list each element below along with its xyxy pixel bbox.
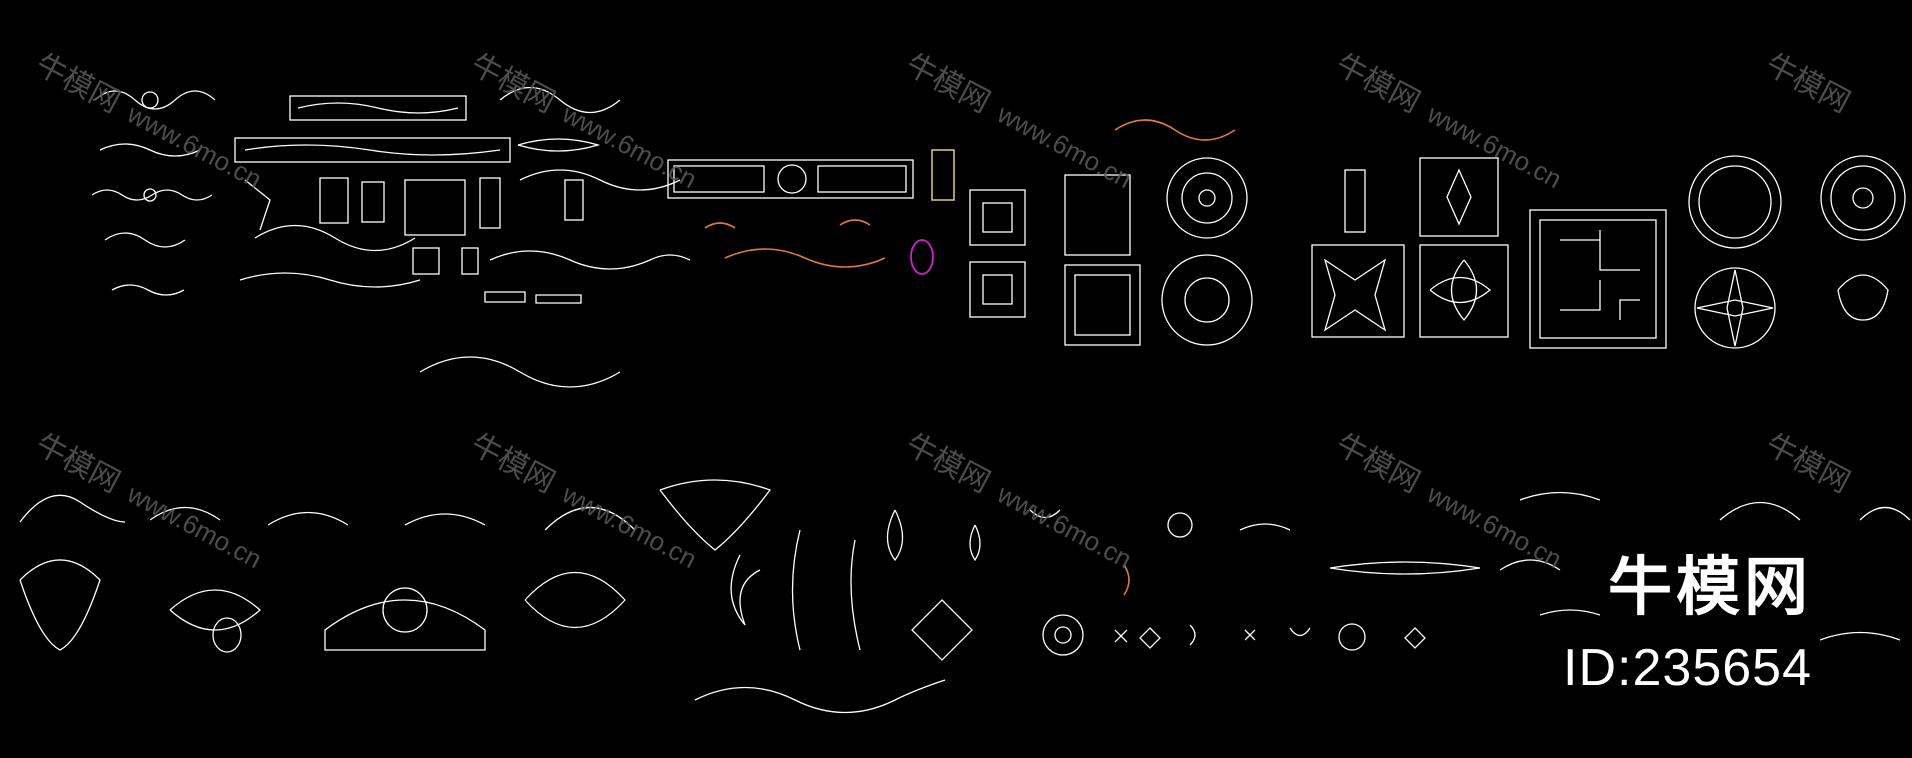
- magenta-ornament: [910, 239, 934, 275]
- gold-ornament: [931, 149, 955, 201]
- logo-id: ID:235654: [1563, 639, 1812, 697]
- scroll-ornament-set: [91, 90, 216, 296]
- logo-brand: 牛模网: [1608, 551, 1812, 623]
- orange-ornament: [1114, 119, 1236, 141]
